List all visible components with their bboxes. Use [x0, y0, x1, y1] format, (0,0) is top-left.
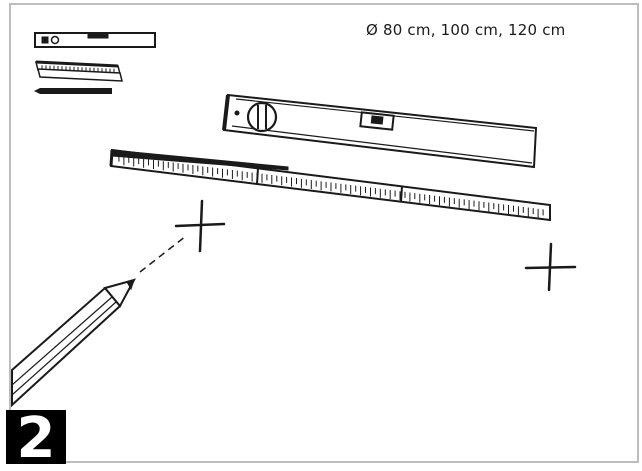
spirit-level-icon — [222, 93, 538, 169]
diameter-sizes-label: Ø 80 cm, 100 cm, 120 cm — [366, 21, 566, 39]
illustration-frame — [9, 3, 639, 463]
legend-folding-ruler-icon — [35, 60, 123, 82]
pencil-path-line — [139, 235, 187, 273]
step-number-badge: 2 — [6, 410, 66, 468]
wall-mark-left-icon — [174, 199, 226, 253]
level-flat-vial-icon — [359, 111, 395, 131]
folding-ruler-icon — [109, 148, 551, 222]
legend-pencil-icon — [34, 88, 112, 94]
pencil-icon — [11, 278, 136, 408]
legend-spirit-level-icon — [34, 32, 156, 48]
wall-mark-right-icon — [524, 242, 577, 292]
level-round-vial-icon — [246, 101, 278, 133]
